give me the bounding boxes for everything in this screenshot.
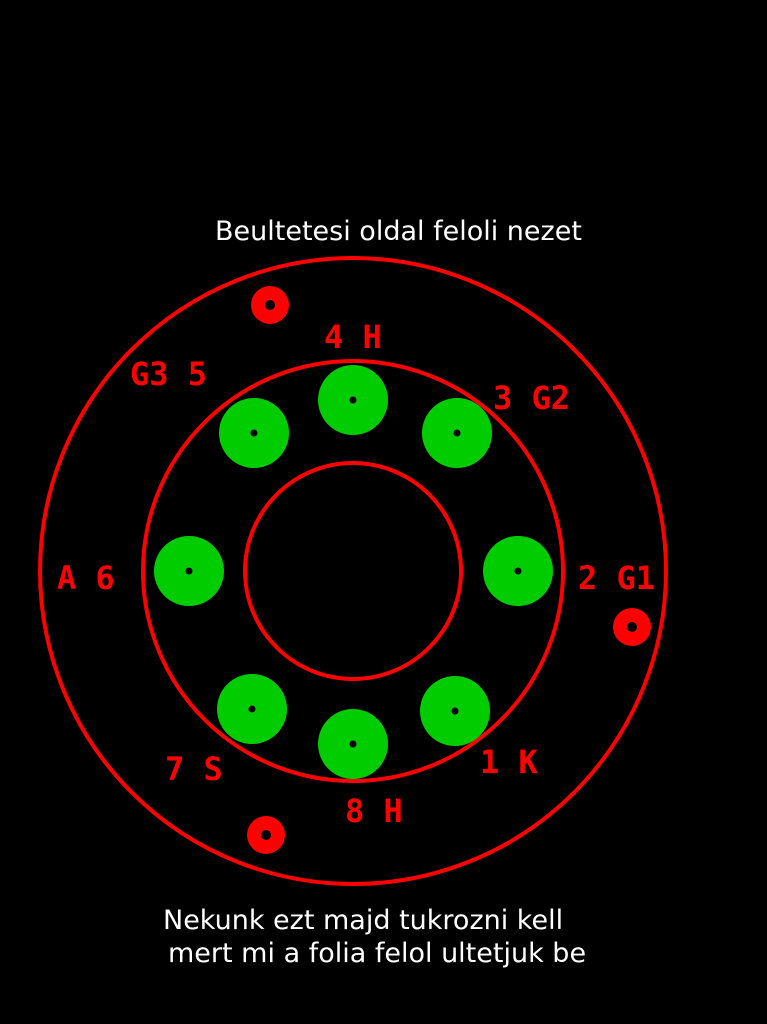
pin-pad-1	[420, 676, 490, 746]
pin-pad-4	[318, 365, 388, 435]
pin-label-5: G3 5	[130, 355, 207, 393]
pin-pad-6	[154, 536, 224, 606]
pin-label-8: 8 H	[345, 792, 403, 830]
middle-ring	[141, 359, 565, 783]
pin-label-6: A 6	[57, 559, 115, 597]
pin-pad-2	[483, 536, 553, 606]
mounting-hole-bottom	[247, 816, 285, 854]
pin-pad-7	[217, 674, 287, 744]
mounting-hole-right	[613, 608, 651, 646]
pin-pad-5	[219, 398, 289, 468]
pin-label-3: 3 G2	[493, 379, 570, 417]
inner-ring	[243, 461, 463, 681]
pin-pad-3	[422, 398, 492, 468]
outer-ring	[38, 256, 668, 886]
pin-pad-8	[318, 709, 388, 779]
note-line-2: mert mi a folia felol ultetjuk be	[168, 938, 586, 969]
diagram-title: Beultetesi oldal feloli nezet	[215, 216, 582, 247]
pin-label-7: 7 S	[165, 750, 223, 788]
mounting-hole-top	[251, 286, 289, 324]
pin-label-1: 1 K	[480, 743, 539, 781]
pin-label-4: 4 H	[324, 318, 382, 356]
pin-label-2: 2 G1	[578, 559, 655, 597]
note-line-1: Nekunk ezt majd tukrozni kell	[163, 905, 563, 936]
